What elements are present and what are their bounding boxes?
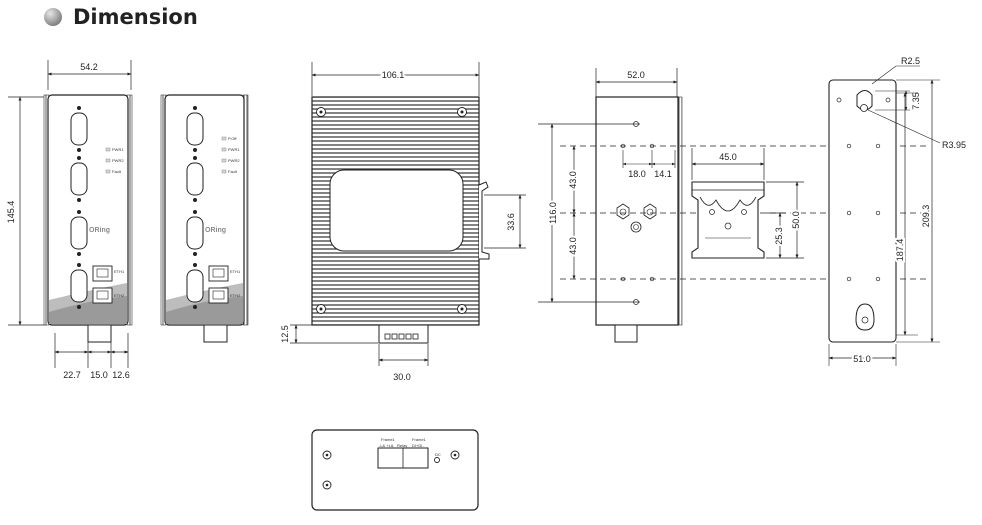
plate-upper-radius: R2.5 — [901, 56, 920, 66]
front-width-label: 54.2 — [80, 62, 98, 72]
plate-hole-span: 187.4 — [895, 239, 905, 262]
din-width-label: 45.0 — [719, 152, 737, 162]
wall-mount-plate: R2.5 R3.95 7.35 187.4 209.3 51.0 — [828, 56, 966, 366]
side-rail-label: 33.6 — [506, 213, 516, 231]
back-width-label: 52.0 — [627, 70, 645, 80]
page-heading: Dimension — [44, 4, 198, 30]
plate-slot-length: 7.35 — [911, 92, 921, 110]
side-terminal-width: 30.0 — [393, 372, 411, 382]
front-port-eth1: ETH1 — [114, 269, 125, 274]
front-view-alt: P.Off PWR1 PWR2 Fault ORing ETH1 ETH2 — [160, 94, 249, 343]
front2-port-eth1: ETH1 — [230, 269, 241, 274]
bottom-view: Frame1 Frame1 -L& +L& Relay DI+DI- DC — [311, 429, 479, 511]
front-height-label: 145.4 — [6, 201, 16, 224]
front2-led-poff: P.Off — [228, 136, 237, 141]
front-port-eth2: ETH2 — [114, 293, 125, 298]
side-width-label: 106.1 — [382, 70, 405, 80]
front-bottom-dim-3: 12.6 — [112, 370, 130, 380]
plate-lower-radius: R3.95 — [942, 140, 966, 150]
front2-led-fault: Fault — [228, 169, 238, 174]
back-total-height: 116.0 — [548, 202, 558, 224]
back-hole-spacing-left: 18.0 — [628, 169, 646, 179]
front-led-fault: Fault — [112, 169, 122, 174]
bottom-right-sub: DI+DI- — [412, 443, 424, 448]
plate-width-label: 51.0 — [853, 354, 871, 364]
back-hole-spacing-right: 14.1 — [654, 169, 672, 179]
bottom-mid-sub: Relay — [397, 443, 407, 448]
side-terminal-offset: 12.5 — [280, 325, 290, 343]
front2-led-pwr2: PWR2 — [228, 158, 240, 163]
bullet-icon — [44, 8, 62, 26]
front2-port-eth2: ETH2 — [230, 293, 241, 298]
page-title: Dimension — [73, 5, 198, 29]
back-view: 52.0 116.0 43.0 43.0 — [538, 68, 930, 343]
front-brand-logo: ORing — [89, 227, 110, 234]
plate-total-length: 209.3 — [921, 205, 931, 228]
front-bottom-dim-2: 15.0 — [90, 370, 108, 380]
back-upper-span: 43.0 — [568, 171, 578, 189]
bottom-left-label: Frame1 — [381, 437, 396, 442]
din-center-label: 25.3 — [774, 227, 784, 245]
din-height-label: 50.0 — [791, 211, 801, 229]
side-view: 106.1 33.6 12.5 30.0 — [280, 62, 526, 382]
front2-brand-logo: ORing — [205, 227, 226, 234]
bottom-right-label: Frame1 — [412, 437, 427, 442]
front-bottom-dim-1: 22.7 — [63, 370, 81, 380]
front-led-pwr1: PWR1 — [112, 147, 124, 152]
front-led-pwr2: PWR2 — [112, 158, 124, 163]
bottom-left-sub: -L& +L& — [379, 443, 394, 448]
din-rail-clip: 45.0 50.0 25.3 — [691, 148, 804, 259]
front-view: 54.2 145.4 PWR1 PWR2 Fault ORing — [6, 60, 133, 380]
front2-led-pwr1: PWR1 — [228, 147, 240, 152]
bottom-side-label: DC — [435, 452, 441, 457]
back-lower-span: 43.0 — [568, 237, 578, 255]
